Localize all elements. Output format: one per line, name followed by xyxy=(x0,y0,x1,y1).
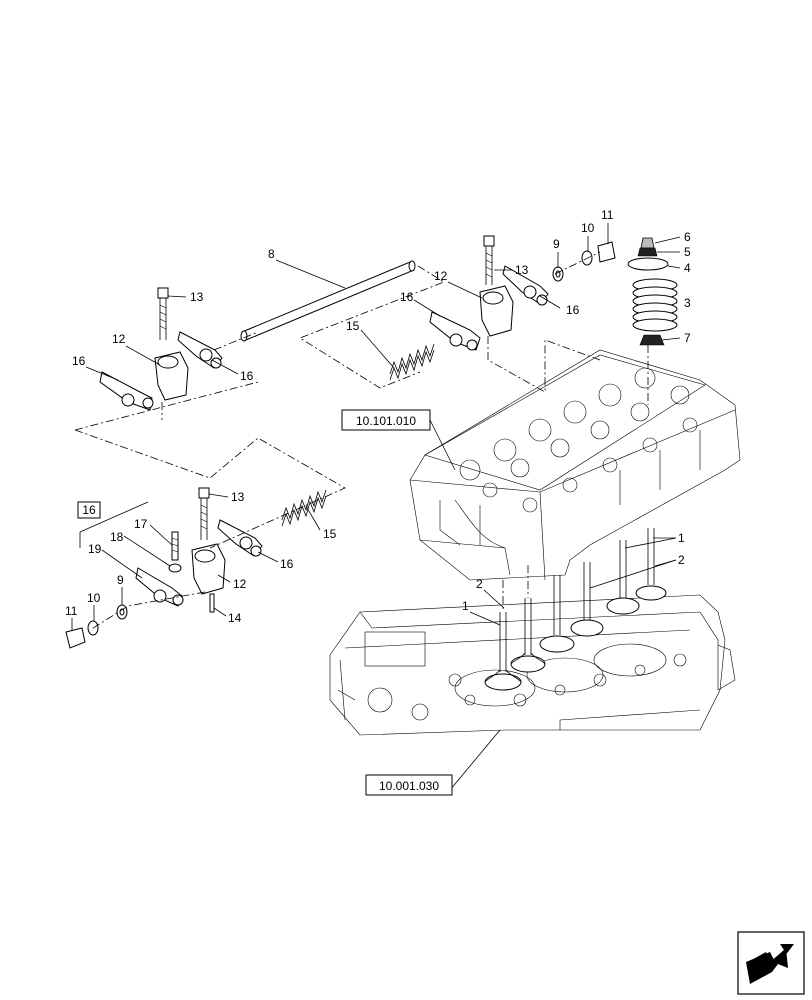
callout-11: 11 xyxy=(65,604,78,618)
bolt-13-lower xyxy=(198,487,210,540)
rocker-arm-16-left-b xyxy=(177,331,223,369)
callout-13: 13 xyxy=(231,490,245,504)
svg-text:10.001.030: 10.001.030 xyxy=(379,779,439,793)
callout-12: 12 xyxy=(434,269,448,283)
reference-box-group: 16 xyxy=(77,501,101,519)
spring-retainer-4 xyxy=(627,257,669,271)
callout-9: 9 xyxy=(117,573,124,587)
valves xyxy=(484,528,667,691)
rocker-support-12-left xyxy=(154,351,189,401)
bolt-13-right xyxy=(483,235,495,285)
callout-4: 4 xyxy=(684,261,691,275)
rocker-shaft xyxy=(240,260,416,342)
reference-box-engine-block[interactable]: 10.001.030 xyxy=(365,774,453,796)
valve-6 xyxy=(635,528,667,601)
cylinder-head xyxy=(409,349,741,581)
valve-5 xyxy=(606,540,640,615)
svg-text:10.101.010: 10.101.010 xyxy=(356,414,416,428)
valve-2 xyxy=(510,598,546,673)
reference-box-cylinder-head[interactable]: 10.101.010 xyxy=(341,409,431,431)
assembly-lines xyxy=(74,251,601,631)
valve-spring-stack xyxy=(627,237,678,405)
callout-16: 16 xyxy=(400,290,414,304)
callouts: 8 13 12 16 16 13 12 16 15 16 9 10 11 6 5… xyxy=(65,208,691,625)
callout-18: 18 xyxy=(110,530,124,544)
leader-lines xyxy=(71,223,681,791)
valve-1 xyxy=(484,612,522,691)
spring-15-upper xyxy=(389,343,435,381)
rocker-assembly-left xyxy=(99,287,223,411)
pin-14 xyxy=(209,593,215,613)
callout-19: 19 xyxy=(88,542,102,556)
callout-17: 17 xyxy=(134,517,148,531)
callout-14: 14 xyxy=(228,611,242,625)
engine-block xyxy=(329,594,736,736)
callout-15: 15 xyxy=(323,527,337,541)
callout-16: 16 xyxy=(240,369,254,383)
callout-16: 16 xyxy=(566,303,580,317)
svg-text:16: 16 xyxy=(82,503,96,517)
callout-2: 2 xyxy=(678,553,685,567)
callout-6: 6 xyxy=(684,230,691,244)
callout-12: 12 xyxy=(233,577,247,591)
callout-10: 10 xyxy=(87,591,101,605)
callout-12: 12 xyxy=(112,332,126,346)
callout-13: 13 xyxy=(515,263,529,277)
callout-7: 7 xyxy=(684,331,691,345)
valve-spring-3 xyxy=(632,278,678,332)
valve-3 xyxy=(539,575,575,653)
valve-cap-6 xyxy=(640,237,655,249)
valve-4 xyxy=(570,562,604,637)
washer-9-right xyxy=(552,266,564,282)
plug-11-right xyxy=(597,241,616,263)
valve-seal-7 xyxy=(639,334,665,346)
callout-16: 16 xyxy=(72,354,86,368)
bolt-13-left xyxy=(157,287,169,340)
rocker-arm-16-left-a xyxy=(99,371,154,411)
adjusting-screw-17 xyxy=(171,531,179,561)
callout-8: 8 xyxy=(268,247,275,261)
rocker-arm-19 xyxy=(135,567,184,607)
rocker-assembly-right xyxy=(429,235,616,351)
callout-1: 1 xyxy=(462,599,469,613)
callout-16: 16 xyxy=(280,557,294,571)
rocker-arm-16-lower xyxy=(217,519,263,557)
valve-keeper-5 xyxy=(637,247,658,257)
callout-9: 9 xyxy=(553,237,560,251)
spring-15-lower xyxy=(281,489,327,527)
rocker-support-12-right xyxy=(479,285,514,337)
next-page-arrow-icon[interactable] xyxy=(737,931,805,995)
nut-18 xyxy=(168,563,182,573)
callout-2: 2 xyxy=(476,577,483,591)
rocker-arm-16-right-a xyxy=(429,311,481,351)
plug-11-lower xyxy=(65,627,86,649)
washer-9-lower xyxy=(116,604,128,620)
callout-15: 15 xyxy=(346,319,360,333)
callout-13: 13 xyxy=(190,290,204,304)
callout-10: 10 xyxy=(581,221,595,235)
callout-11: 11 xyxy=(601,208,614,222)
rocker-support-12-lower xyxy=(191,543,226,595)
callout-1: 1 xyxy=(678,531,685,545)
callout-3: 3 xyxy=(684,296,691,310)
callout-5: 5 xyxy=(684,245,691,259)
